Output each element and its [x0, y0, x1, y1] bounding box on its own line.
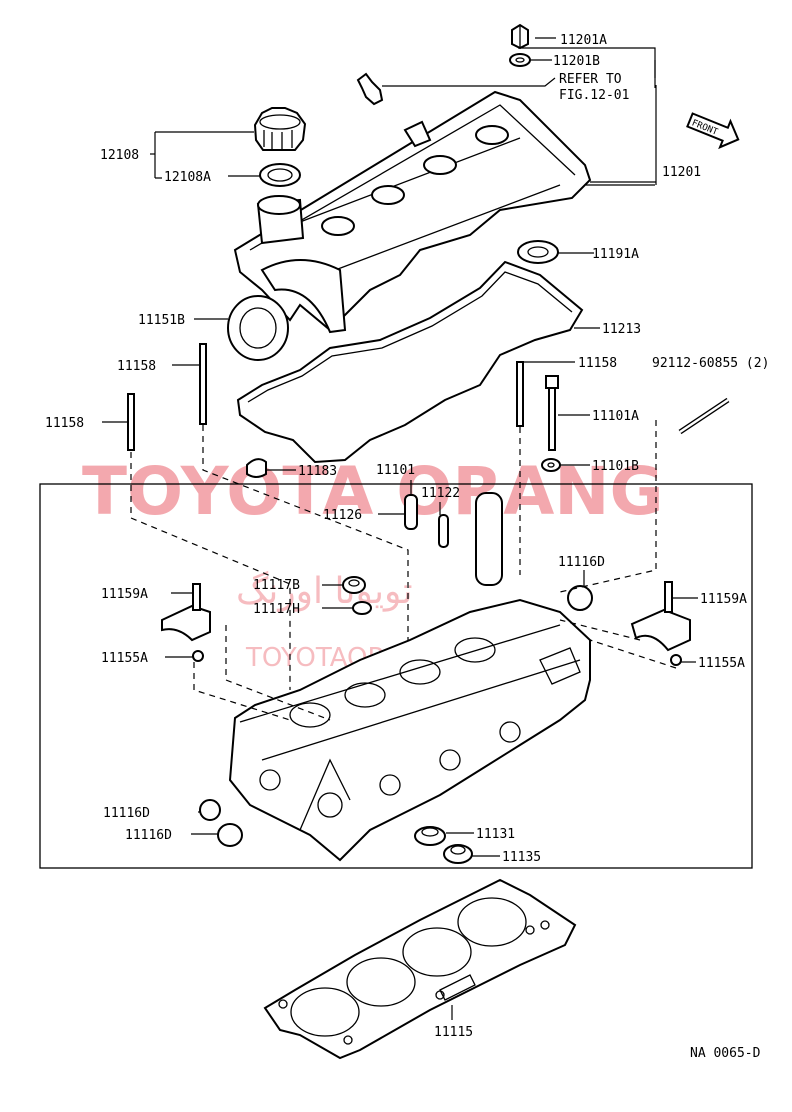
- label-11201b: 11201B: [553, 54, 600, 69]
- gasket-11117b: [342, 576, 366, 594]
- grommet-11201b: [509, 53, 531, 67]
- cylinder-head-frame: [39, 483, 753, 869]
- label-11155a-left: 11155A: [101, 651, 148, 666]
- seal-11151b: [227, 295, 289, 361]
- valve-cover-gasket: [236, 260, 584, 464]
- stud-bolt-11158-left: [199, 343, 207, 425]
- bolt-11101a: [545, 375, 559, 451]
- plug-11183: [246, 458, 267, 478]
- nut-11201a: [511, 23, 529, 50]
- part-labels: 11201A 11201B REFER TO FIG.12-01 11201 1…: [45, 33, 769, 1061]
- label-11201: 11201: [662, 165, 701, 180]
- label-11117b: 11117B: [253, 578, 300, 593]
- label-refer-to-1: REFER TO: [559, 72, 622, 87]
- washer-11101b: [541, 458, 561, 472]
- label-11116d-top: 11116D: [558, 555, 605, 570]
- ring-pin-11126: [404, 494, 418, 530]
- oil-filler-cap: [253, 107, 307, 151]
- label-11101a: 11101A: [592, 409, 639, 424]
- label-11155a-right: 11155A: [698, 656, 745, 671]
- label-11191a: 11191A: [592, 247, 639, 262]
- label-11131: 11131: [476, 827, 515, 842]
- stud-bolt-11158-right: [516, 361, 524, 427]
- cylinder-head: [228, 598, 591, 862]
- watermark-persian: تويوتا اورنگ: [236, 570, 413, 612]
- label-11158-right: 11158: [578, 356, 617, 371]
- cap-gasket: [259, 163, 301, 187]
- front-arrow-icon: FRONT: [686, 112, 740, 150]
- label-11201a: 11201A: [560, 33, 607, 48]
- valve-cover: [233, 90, 592, 334]
- cylinder-head-gasket: [263, 878, 577, 1060]
- stud-bolt-11158-far-left: [127, 393, 135, 451]
- pcv-valve: [356, 72, 384, 106]
- seal-11135: [443, 844, 473, 864]
- label-12108: 12108: [100, 148, 139, 163]
- label-11213: 11213: [602, 322, 641, 337]
- bearing-cap-right: [630, 581, 691, 666]
- bearing-cap-left: [161, 583, 211, 662]
- label-11135: 11135: [502, 850, 541, 865]
- seal-washer-11191a: [517, 240, 559, 264]
- plug-11116d-top: [567, 585, 593, 611]
- alignment-lines: [130, 420, 677, 721]
- label-11116d-a: 11116D: [103, 806, 150, 821]
- label-refer-to-2: FIG.12-01: [559, 88, 629, 103]
- label-11126: 11126: [323, 508, 362, 523]
- plug-11116d-a: [199, 799, 221, 821]
- label-11116d-b: 11116D: [125, 828, 172, 843]
- label-11122: 11122: [421, 486, 460, 501]
- seal-11131: [414, 826, 446, 846]
- label-11101: 11101: [376, 463, 415, 478]
- label-11183: 11183: [298, 464, 337, 479]
- label-11115: 11115: [434, 1025, 473, 1040]
- figure-code: NA 0065-D: [690, 1046, 761, 1061]
- ring-pin-11122: [438, 514, 449, 548]
- label-11101b: 11101B: [592, 459, 639, 474]
- label-11159a-left: 11159A: [101, 587, 148, 602]
- label-12108a: 12108A: [164, 170, 211, 185]
- label-11158-left: 11158: [117, 359, 156, 374]
- plug-11116d-b: [217, 823, 243, 847]
- label-92112: 92112-60855 (2): [652, 356, 769, 371]
- leader-lines: [102, 37, 698, 1020]
- label-11151b: 11151B: [138, 313, 185, 328]
- label-11158-far-left: 11158: [45, 416, 84, 431]
- label-11159a-right: 11159A: [700, 592, 747, 607]
- gasket-11117h: [352, 601, 372, 615]
- watermark-main: TOYOTA ORANG: [82, 453, 664, 530]
- spark-plug-tube: [475, 492, 503, 586]
- label-11117h: 11117H: [253, 602, 300, 617]
